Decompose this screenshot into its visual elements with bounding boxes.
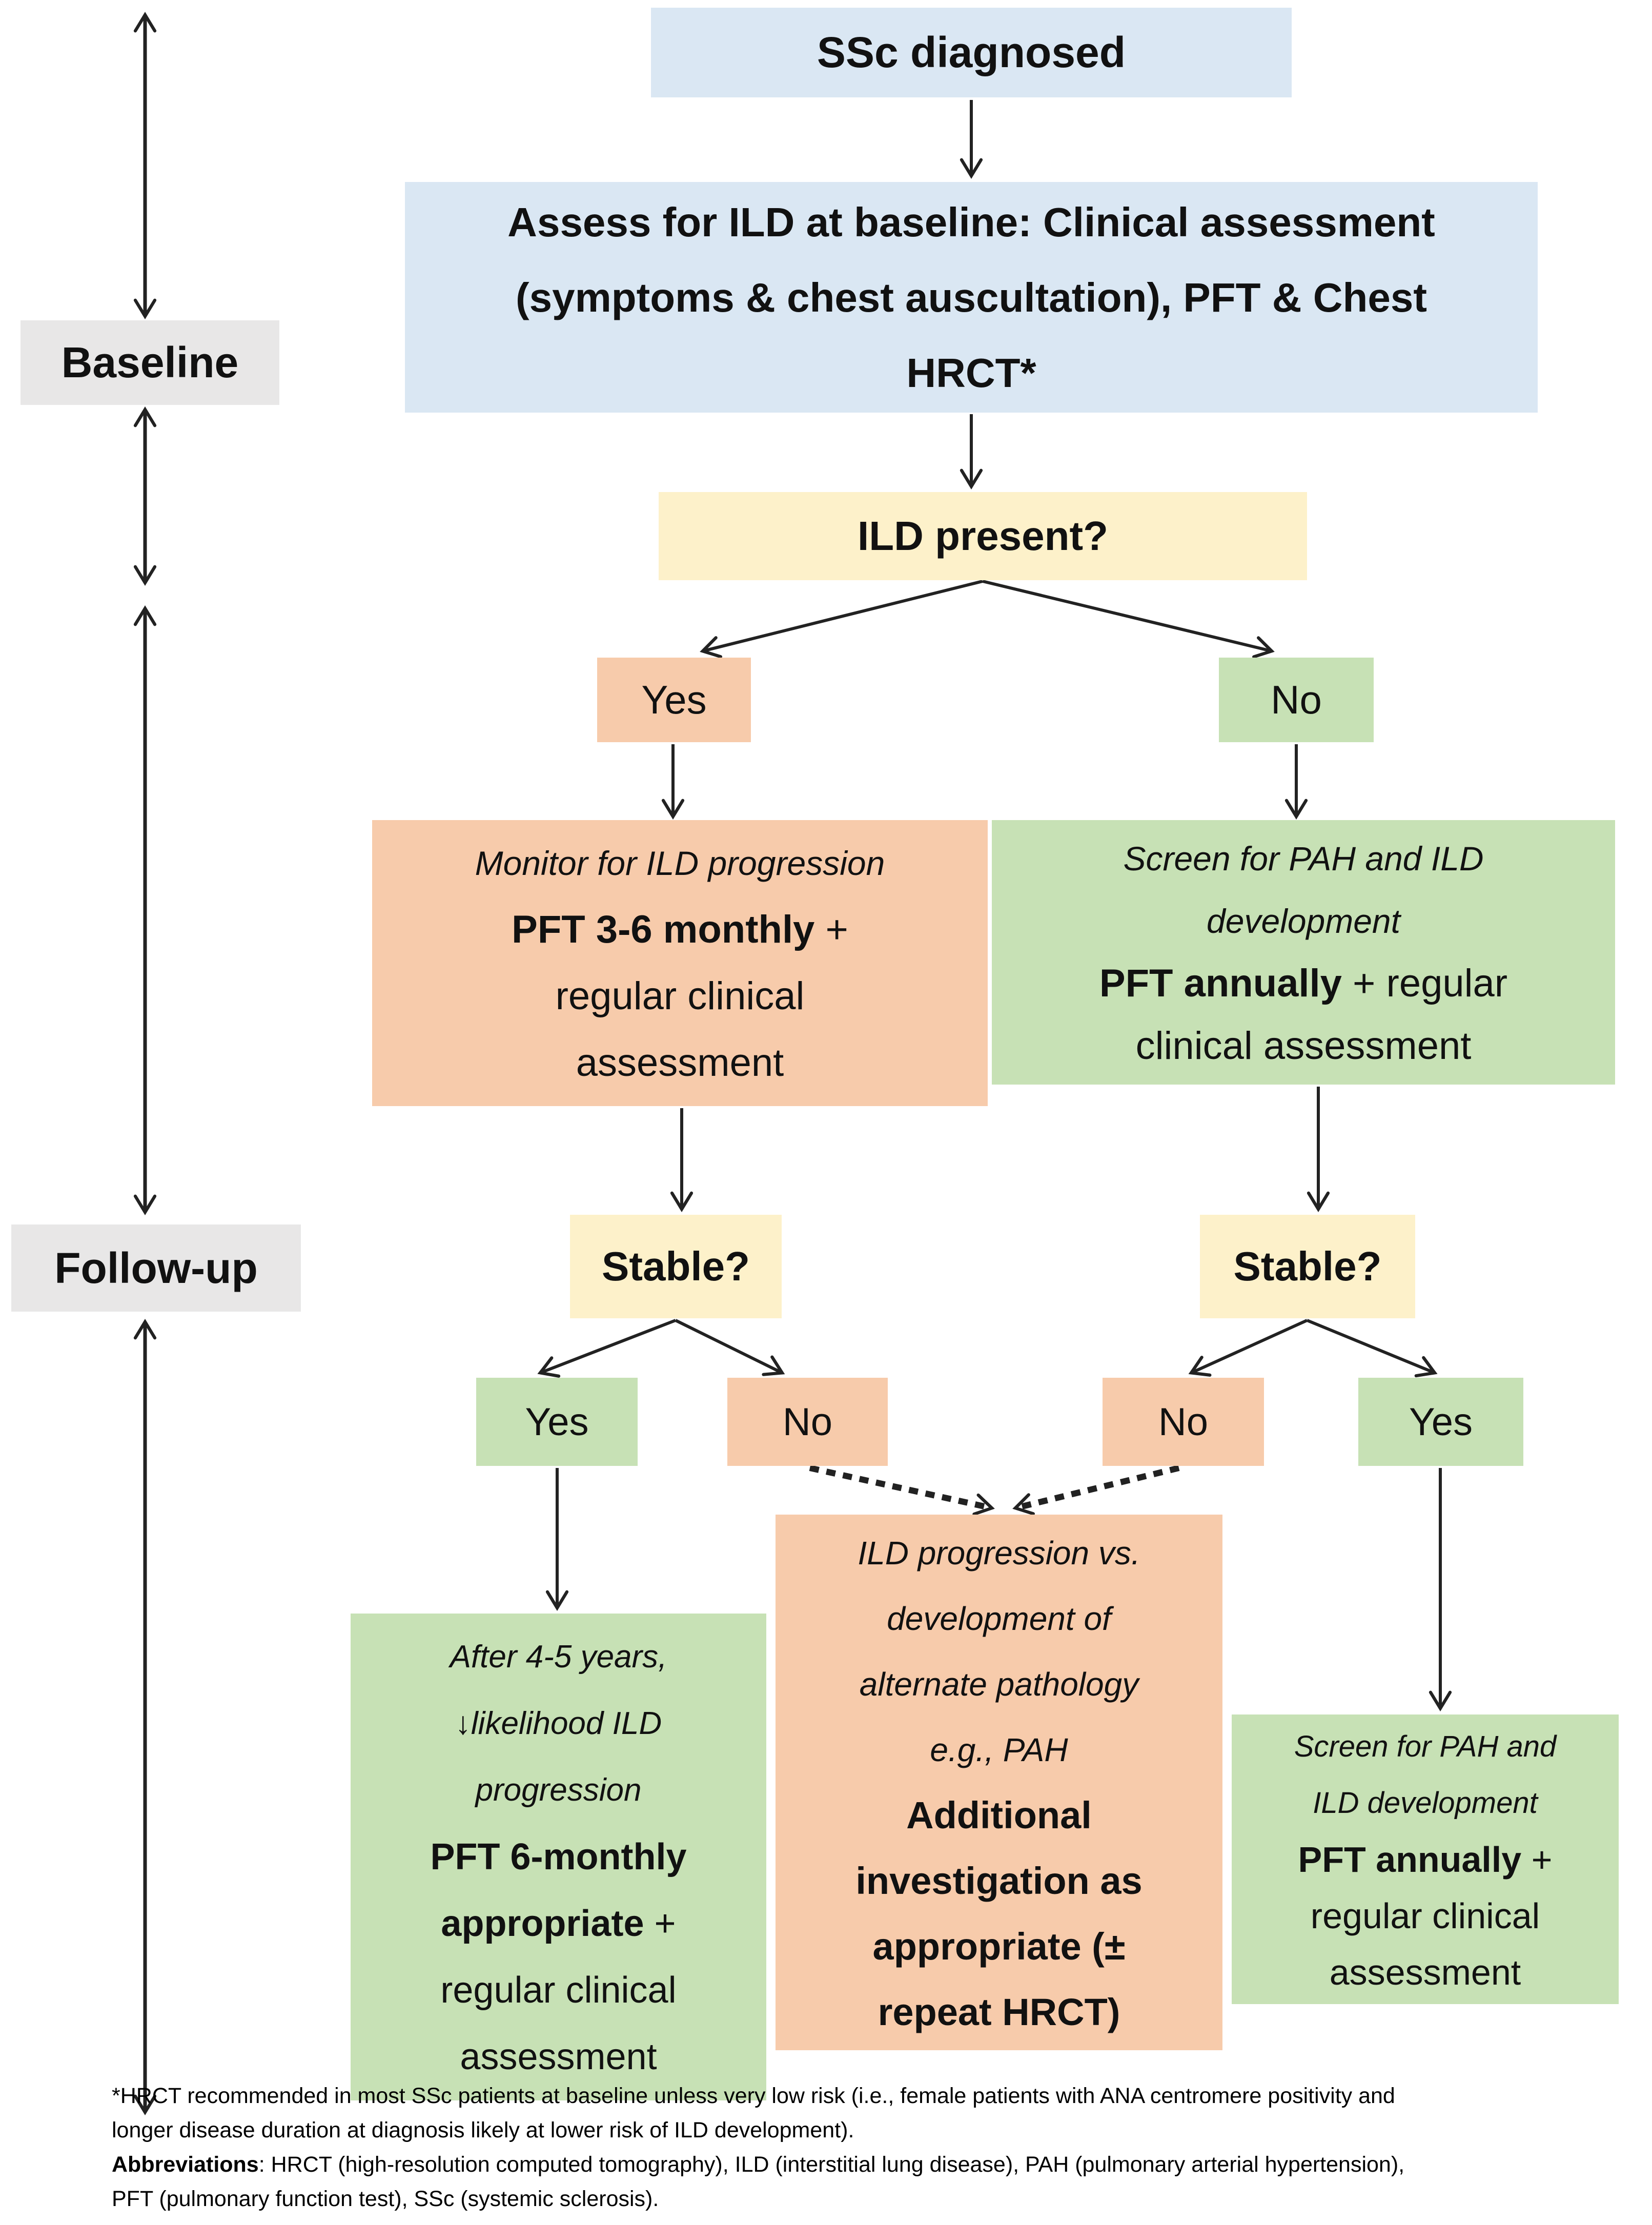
node-ildprog-line8: repeat HRCT) <box>878 1990 1120 2033</box>
node-after45-intro3: progression <box>475 1772 642 1808</box>
node-stable-left-yes: Yes <box>476 1378 638 1466</box>
node-monitor-line3: regular clinical <box>555 974 805 1018</box>
node-after-4-5-years: After 4-5 years, ↓likelihood ILD progres… <box>351 1614 766 2100</box>
node-screen2-intro2: ILD development <box>1313 1786 1538 1820</box>
node-after45-line7: assessment <box>460 2036 657 2077</box>
node-stable-right-text: Stable? <box>1233 1243 1382 1289</box>
node-assess-baseline: Assess for ILD at baseline: Clinical ass… <box>405 182 1538 413</box>
footnote-line1: *HRCT recommended in most SSc patients a… <box>112 2084 1395 2108</box>
node-monitor-intro: Monitor for ILD progression <box>475 844 885 882</box>
node-ssc-diagnosed-text: SSc diagnosed <box>817 28 1126 76</box>
node-ildprog-intro2: development of <box>887 1600 1111 1637</box>
side-label-baseline: Baseline <box>21 320 279 405</box>
node-ild-present-text: ILD present? <box>858 513 1108 559</box>
node-after45-appropriate-bold: appropriate <box>441 1903 644 1944</box>
dashed-converge-arrows <box>809 1465 1180 1516</box>
node-ildprog-line5: Additional <box>906 1793 1092 1836</box>
node-monitor-ild-progression: Monitor for ILD progression PFT 3-6 mont… <box>372 820 988 1106</box>
node-ildprog-intro1: ILD progression vs. <box>858 1534 1140 1571</box>
node-ssc-diagnosed: SSc diagnosed <box>651 8 1292 97</box>
footnote-abbreviations-label: Abbreviations <box>112 2152 259 2177</box>
node-stable-left-text: Stable? <box>602 1243 750 1289</box>
node-assess-line3: HRCT* <box>906 350 1036 396</box>
node-screen2-line4: regular clinical <box>1310 1895 1540 1936</box>
node-screen1-pft-rest: + regular <box>1341 962 1508 1005</box>
node-screen2-pft-rest: + <box>1521 1839 1553 1880</box>
node-ildprog-intro3: alternate pathology <box>859 1665 1139 1703</box>
node-stable-left-no: No <box>727 1378 888 1466</box>
node-screen2-intro1: Screen for PAH and <box>1294 1729 1557 1763</box>
node-stable-left-no-text: No <box>782 1400 833 1444</box>
node-after45-intro2: ↓likelihood ILD <box>455 1706 662 1741</box>
node-stable-right-no-text: No <box>1158 1400 1209 1444</box>
node-screen1-intro1: Screen for PAH and ILD <box>1123 840 1484 877</box>
node-screen2-pft-line: PFT annually + <box>1298 1831 1553 1888</box>
node-ild-present-no: No <box>1219 658 1374 742</box>
footnote-block: *HRCT recommended in most SSc patients a… <box>112 2079 1649 2216</box>
footnote-line4: PFT (pulmonary function test), SSc (syst… <box>112 2187 659 2211</box>
node-stable-right-yes: Yes <box>1358 1378 1523 1466</box>
node-assess-line1: Assess for ILD at baseline: Clinical ass… <box>507 199 1435 245</box>
node-screen1-intro2: development <box>1207 902 1400 940</box>
node-stable-left-question: Stable? <box>570 1215 782 1318</box>
node-monitor-line4: assessment <box>576 1041 784 1085</box>
side-label-followup: Follow-up <box>11 1224 301 1312</box>
node-after45-appropriate-line: appropriate + <box>441 1890 676 1957</box>
node-ild-present-yes: Yes <box>597 658 751 742</box>
node-after45-line6: regular clinical <box>440 1970 677 2011</box>
node-screen2-line5: assessment <box>1329 1952 1521 1992</box>
side-label-baseline-text: Baseline <box>61 338 239 386</box>
node-stable-left-yes-text: Yes <box>525 1400 589 1444</box>
node-ild-present-no-text: No <box>1271 677 1322 722</box>
node-after45-appropriate-rest: + <box>644 1903 676 1944</box>
node-ild-present-question: ILD present? <box>659 492 1307 580</box>
node-monitor-pft-line: PFT 3-6 monthly + <box>512 896 848 963</box>
node-assess-line2: (symptoms & chest auscultation), PFT & C… <box>515 274 1427 320</box>
node-after45-intro1: After 4-5 years, <box>450 1639 667 1675</box>
node-monitor-pft-rest: + <box>814 908 848 951</box>
footnote-abbreviations-line: Abbreviations: HRCT (high-resolution com… <box>112 2148 1649 2182</box>
side-label-followup-text: Follow-up <box>54 1243 258 1292</box>
node-ildprog-line7: appropriate (± <box>872 1925 1126 1968</box>
node-stable-right-yes-text: Yes <box>1409 1400 1473 1444</box>
footnote-abbreviations-text: : HRCT (high-resolution computed tomogra… <box>258 2152 1405 2177</box>
node-screen-pah-ild-bottom: Screen for PAH and ILD development PFT a… <box>1232 1714 1619 2004</box>
node-screen1-pft-bold: PFT annually <box>1099 962 1342 1005</box>
node-after45-pft-line: PFT 6-monthly <box>430 1836 687 1877</box>
node-ildprog-intro4: e.g., PAH <box>930 1731 1068 1768</box>
footnote-line2: longer disease duration at diagnosis lik… <box>112 2118 854 2142</box>
node-ildprog-line6: investigation as <box>855 1859 1143 1902</box>
node-monitor-pft-bold: PFT 3-6 monthly <box>512 908 815 951</box>
node-screen1-line4: clinical assessment <box>1135 1024 1472 1068</box>
node-ild-present-yes-text: Yes <box>641 677 707 722</box>
node-screen2-pft-bold: PFT annually <box>1298 1839 1522 1880</box>
node-ild-progression-vs-alternate: ILD progression vs. development of alter… <box>776 1515 1222 2050</box>
node-screen-pah-ild: Screen for PAH and ILD development PFT a… <box>992 820 1615 1085</box>
node-stable-right-no: No <box>1103 1378 1264 1466</box>
node-stable-right-question: Stable? <box>1200 1215 1415 1318</box>
node-screen1-pft-line: PFT annually + regular <box>1099 952 1507 1015</box>
